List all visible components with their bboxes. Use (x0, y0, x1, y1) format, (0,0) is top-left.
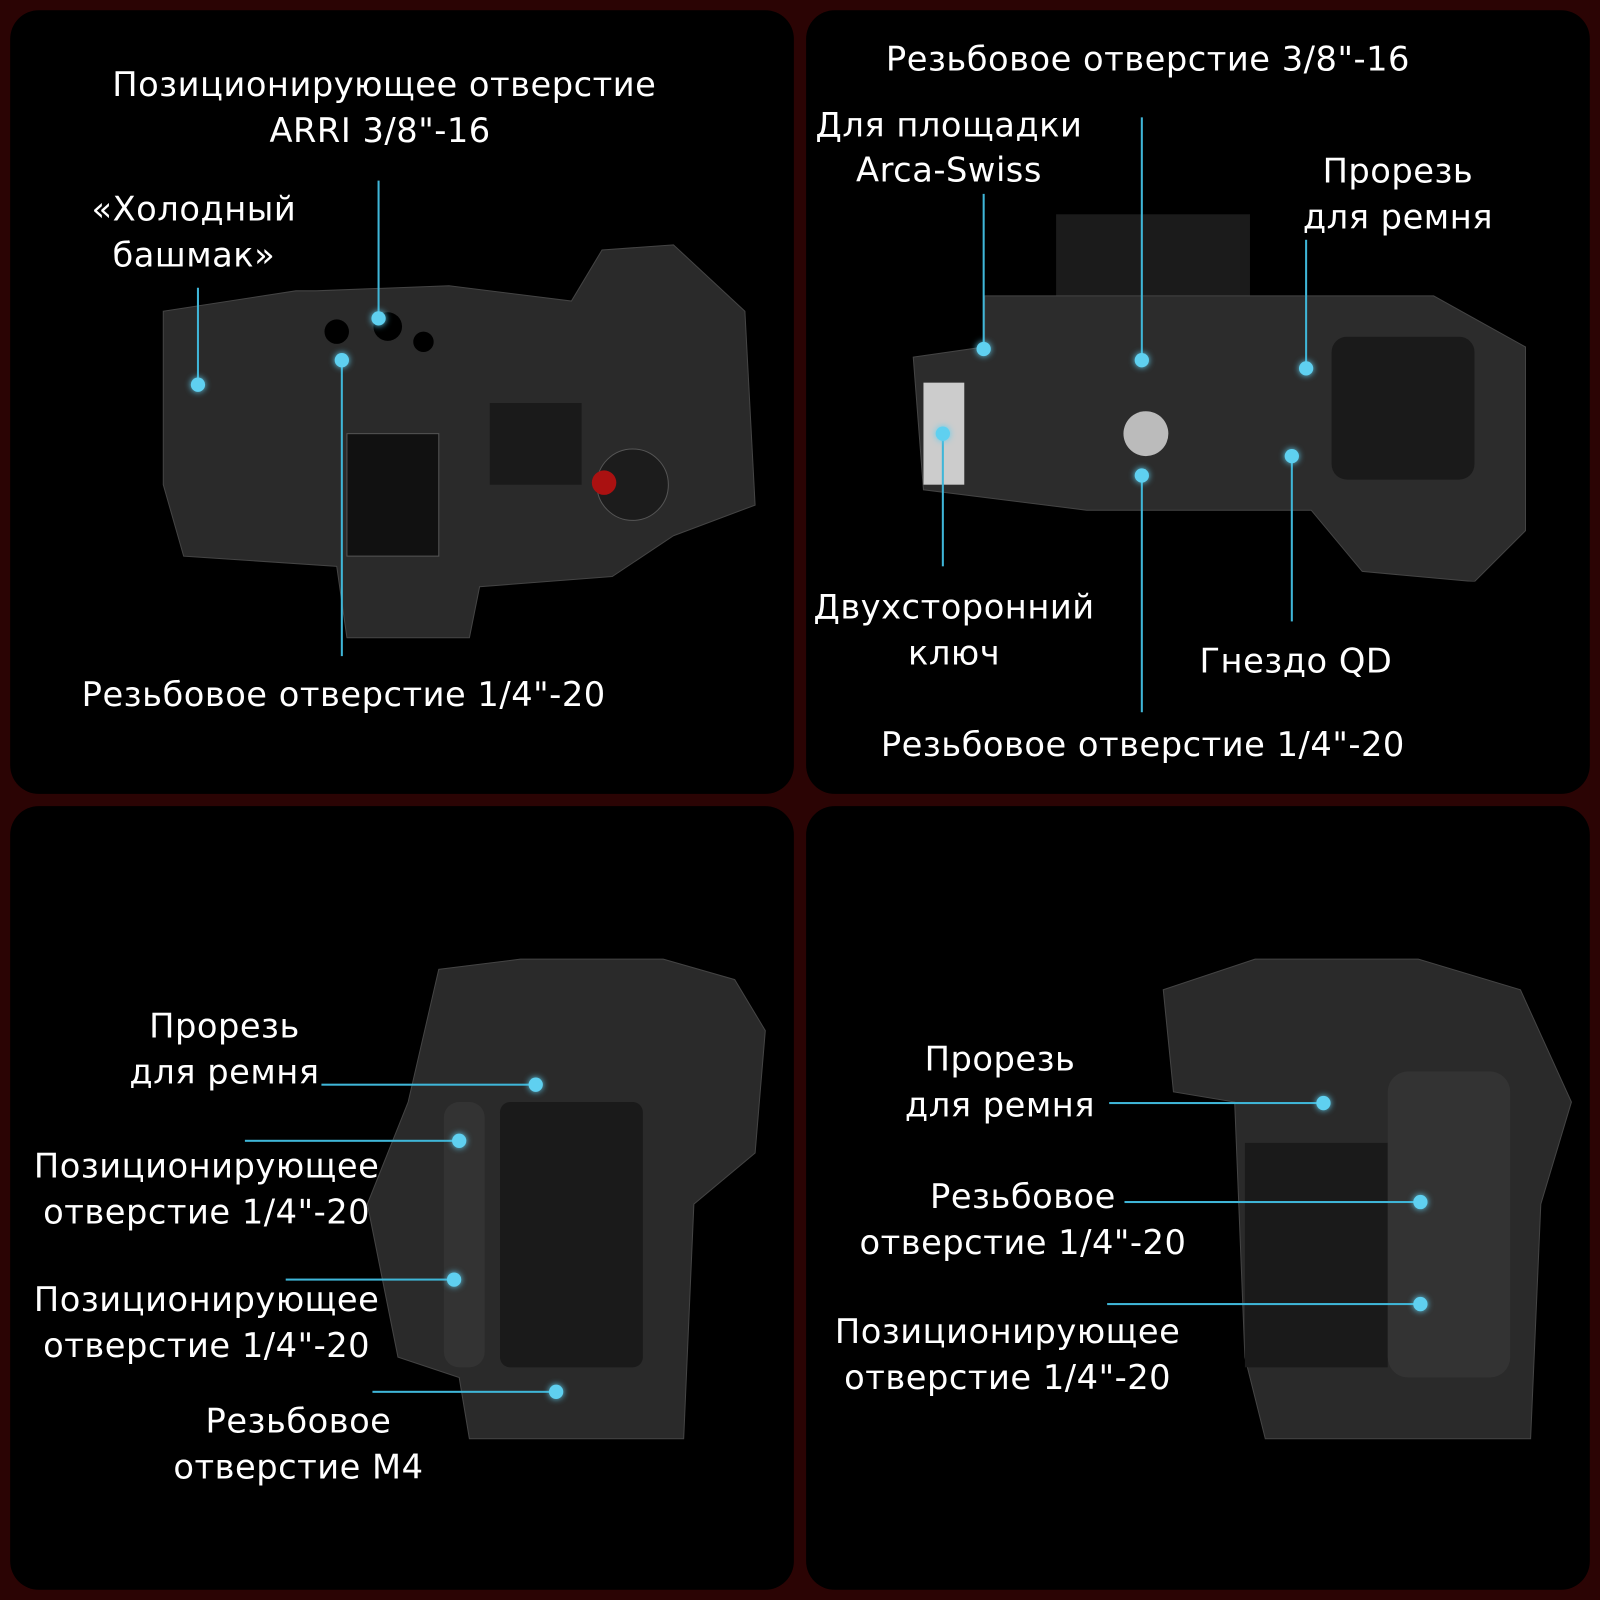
callout-line (982, 193, 985, 349)
callout-dot (446, 1272, 462, 1287)
callout-line (1290, 456, 1293, 622)
arri-label-2: ARRI 3/8"-16 (269, 110, 491, 150)
callout-dot (190, 377, 206, 392)
callout-line (372, 1390, 557, 1393)
arri-label: Позиционирующее отверстие (112, 64, 657, 105)
pos2-label: Позиционирующее (33, 1279, 380, 1320)
camera-bottom-image (912, 214, 1527, 582)
strap-label: Прорезь (924, 1038, 1076, 1079)
callout-line (377, 180, 380, 319)
callout-dot (1298, 361, 1314, 376)
camera-right-image (1162, 958, 1572, 1440)
callout-dot (371, 311, 386, 326)
camera-top-image (162, 244, 756, 639)
callout-dot (452, 1133, 467, 1148)
pos1-label: Позиционирующее (33, 1145, 380, 1186)
callout-line (941, 433, 944, 567)
callout-dot (1134, 468, 1149, 483)
arca-label: Для площадки (815, 105, 1083, 145)
panel-left-side-view: Прорезь для ремня Позиционирующее отверс… (10, 806, 794, 1590)
thread-label: Резьбовое (929, 1176, 1116, 1217)
pos2-label-2: отверстие 1/4"-20 (43, 1325, 371, 1366)
strap-label-2: для ремня (1302, 196, 1494, 237)
callout-line (1140, 475, 1143, 713)
thread-label-2: отверстие 1/4"-20 (859, 1222, 1187, 1263)
callout-dot (1316, 1095, 1331, 1111)
callout-line (340, 360, 343, 657)
panel-bottom-view: Резьбовое отверстие 3/8"-16 Для площадки… (806, 10, 1590, 794)
strap-label-2: для ремня (129, 1052, 320, 1092)
m4-label: Резьбовое (205, 1401, 392, 1441)
camera-left-image (366, 958, 766, 1440)
callout-dot (976, 341, 991, 357)
key-label-2: ключ (907, 632, 1001, 673)
callout-line (196, 287, 199, 385)
pos1-label-2: отверстие 1/4"-20 (43, 1191, 371, 1232)
callout-dot (935, 426, 950, 441)
callout-dot (1413, 1296, 1428, 1312)
thread14-label: Резьбовое отверстие 1/4"-20 (880, 724, 1405, 765)
callout-dot (528, 1077, 543, 1092)
callout-line (1124, 1201, 1421, 1204)
thread38-label: Резьбовое отверстие 3/8"-16 (885, 38, 1410, 79)
key-label: Двухсторонний (813, 586, 1095, 627)
callout-line (1107, 1303, 1421, 1306)
pos-label-2: отверстие 1/4"-20 (844, 1357, 1172, 1397)
m4-label-2: отверстие M4 (173, 1446, 424, 1487)
callout-line (1305, 239, 1308, 369)
callout-dot (1284, 448, 1299, 464)
callout-line (321, 1083, 536, 1086)
thread-label: Резьбовое отверстие 1/4"-20 (81, 674, 606, 715)
panel-right-side-view: Прорезь для ремня Резьбовое отверстие 1/… (806, 806, 1590, 1590)
strap-label: Прорезь (1322, 151, 1474, 191)
panel-top-view: Позиционирующее отверстие ARRI 3/8"-16 «… (10, 10, 794, 794)
shoe-label-2: башмак» (112, 234, 276, 275)
callout-line (244, 1139, 460, 1142)
callout-line (1109, 1102, 1324, 1105)
callout-line (285, 1278, 455, 1281)
strap-label-2: для ремня (904, 1084, 1096, 1125)
callout-dot (334, 353, 349, 368)
callout-dot (548, 1384, 564, 1399)
qd-label: Гнездо QD (1199, 640, 1393, 681)
arca-label-2: Arca-Swiss (856, 149, 1042, 190)
pos-label: Позиционирующее (834, 1311, 1181, 1352)
strap-label: Прорезь (149, 1006, 300, 1046)
shoe-label: «Холодный (91, 188, 297, 229)
callout-dot (1413, 1194, 1428, 1210)
callout-dot (1134, 353, 1149, 368)
callout-line (1140, 117, 1143, 361)
